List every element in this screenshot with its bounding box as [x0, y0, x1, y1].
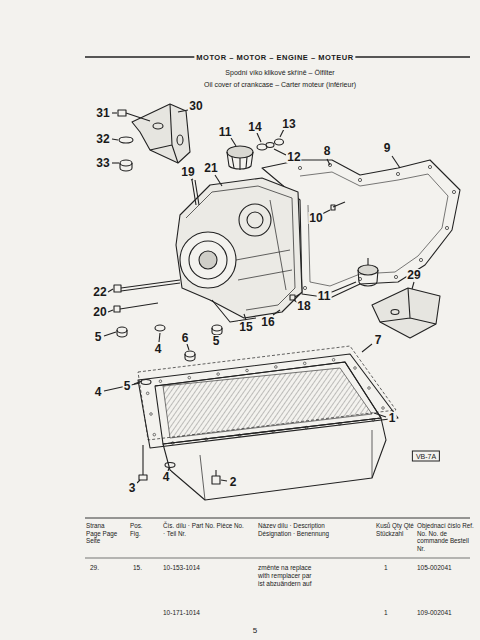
table-header: Pos. Fig. [130, 522, 154, 537]
bolt [114, 303, 158, 312]
callout-number: 8 [323, 145, 332, 157]
nut [275, 139, 284, 145]
bolt [331, 202, 345, 210]
callout-number: 5 [123, 380, 132, 392]
nut [120, 160, 132, 171]
callout-number: 15 [238, 321, 253, 333]
callout-number: 29 [406, 269, 421, 281]
figure-code: VB-7A [412, 451, 440, 462]
nut [212, 325, 222, 335]
gasket [138, 346, 396, 440]
rule-line [85, 518, 470, 519]
callout-number: 33 [95, 157, 110, 169]
callout-number: 5 [94, 331, 103, 343]
drain-plug [212, 470, 220, 484]
callout-number: 10 [308, 212, 323, 224]
callout-number: 32 [95, 133, 110, 145]
callout-number: 11 [317, 290, 332, 302]
callout-number: 18 [296, 300, 311, 312]
callout-number: 14 [247, 121, 262, 133]
table-header: Název dílu · Description Désignation · B… [258, 522, 344, 537]
table-header: Kusů Qty Qté Stückzahl [376, 522, 414, 537]
callout-number: 5 [212, 335, 221, 347]
callout-number: 1 [388, 412, 397, 424]
subtitle: Spodní víko klikové skříně – Ölfilter [225, 69, 334, 76]
rule-line [85, 558, 470, 559]
table-cell: 105-002041 [417, 564, 452, 572]
callout-number: 11 [218, 126, 233, 138]
callout-number: 19 [180, 166, 195, 178]
callout-number: 12 [286, 151, 301, 163]
callout-number: 4 [162, 471, 171, 483]
table-header: Strana Page Page Seite [86, 522, 118, 545]
crankcase-cover [176, 178, 302, 322]
callout-number: 4 [154, 343, 163, 355]
callout-number: 2 [229, 476, 238, 488]
callout-number: 13 [281, 118, 296, 130]
bolt [114, 280, 180, 292]
callout-number: 20 [92, 306, 107, 318]
table-header: Čís. dílu · Part No. Pièce No. · Teil Nr… [163, 522, 245, 537]
oil-pan [138, 354, 398, 500]
callout-number: 3 [128, 482, 137, 494]
table-cell: změnte na replace with remplacer par ist… [258, 564, 316, 588]
engine-mount [132, 104, 190, 163]
bolt [118, 110, 150, 121]
page-number: 5 [253, 626, 257, 635]
washer [119, 137, 133, 143]
washer [266, 143, 274, 148]
callout-number: 31 [95, 107, 110, 119]
callout-number: 9 [383, 142, 392, 154]
rubber-mount [358, 258, 378, 286]
table-cell: 10-153-1014 [163, 564, 200, 572]
table-cell: 10-171-1014 [163, 609, 200, 617]
table-header: Objednací číslo Ref. No. No. de commande… [417, 522, 475, 552]
engine-mount [372, 288, 440, 338]
callout-number: 6 [181, 332, 190, 344]
callout-number: 7 [374, 334, 383, 346]
callout-number: 22 [92, 286, 107, 298]
table-cell: 15. [133, 564, 142, 572]
page-title: MOTOR – MOTOR – ENGINE – MOTEUR [194, 53, 355, 62]
subtitle: Oil cover of crankcase – Carter moteur (… [204, 81, 356, 88]
washer [141, 380, 151, 385]
nut [185, 351, 195, 361]
stud [192, 180, 199, 205]
callout-number: 30 [188, 100, 203, 112]
callout-number: 21 [203, 162, 218, 174]
rubber-mount [227, 146, 253, 170]
table-cell: 1 [384, 609, 388, 617]
nut [117, 327, 127, 337]
table-cell: 1 [384, 564, 388, 572]
washer [155, 325, 165, 331]
table-cell: 29. [90, 564, 99, 572]
table-cell: 109-002041 [417, 609, 452, 617]
bolt [139, 445, 147, 480]
washer [165, 463, 175, 468]
callout-number: 4 [94, 386, 103, 398]
callout-number: 16 [260, 316, 275, 328]
